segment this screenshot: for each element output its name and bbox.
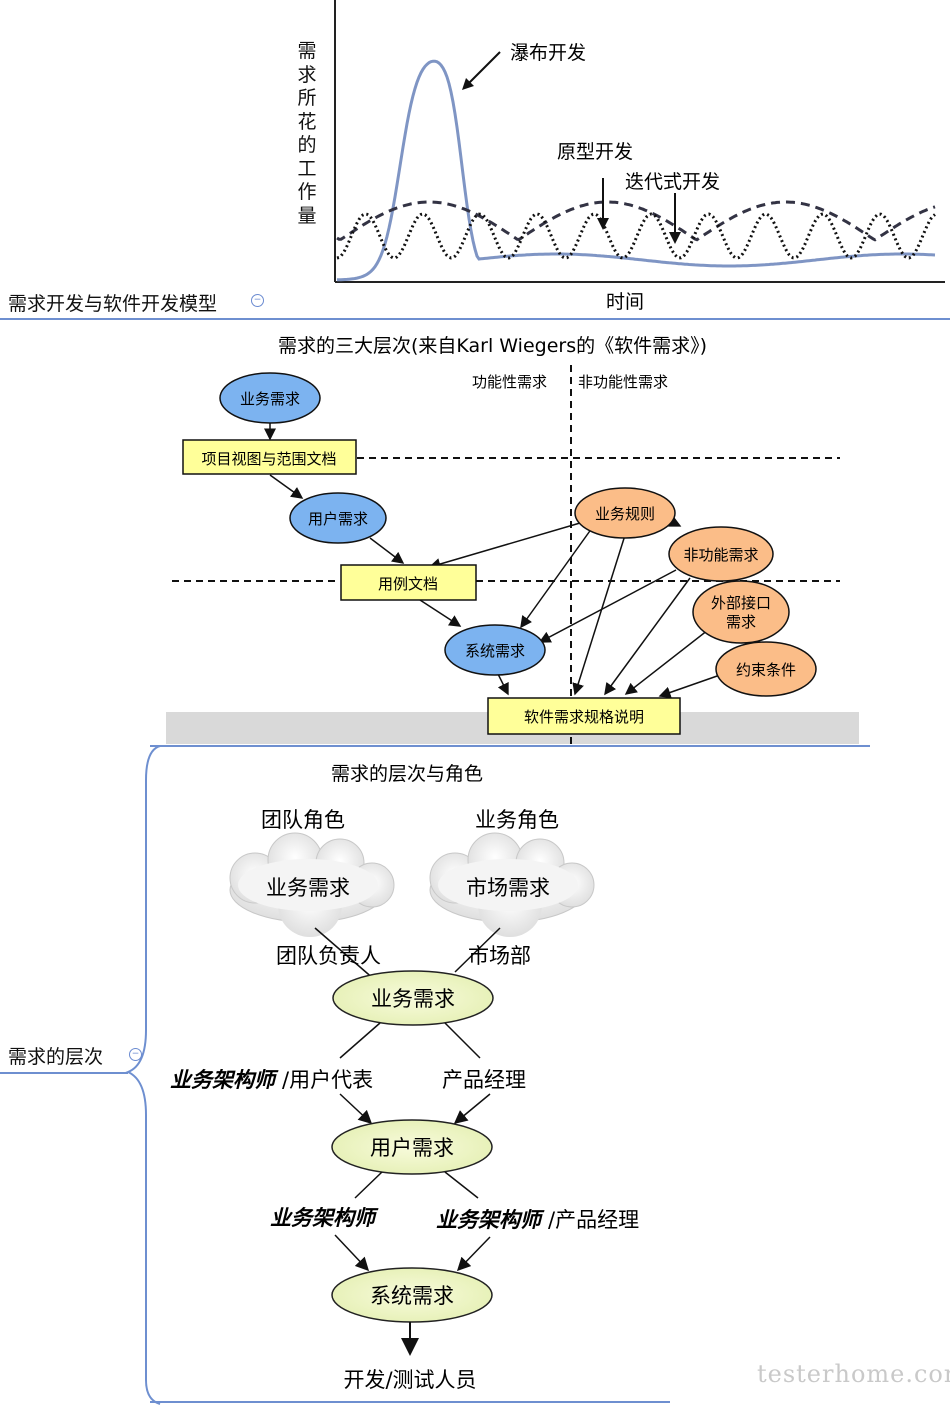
svg-text:用例文档: 用例文档 (378, 575, 438, 593)
label-user-rep: /用户代表 (282, 1068, 373, 1092)
label-team-lead: 团队负责人 (276, 944, 381, 968)
requirement-levels-diagram: 需求的三大层次(来自Karl Wiegers的《软件需求》) 功能性需求 非功能… (166, 335, 859, 744)
iterative-arrowhead (669, 232, 681, 244)
node-external-if (692, 580, 790, 644)
node-vision-doc (182, 439, 357, 475)
svg-text:软件需求规格说明: 软件需求规格说明 (524, 708, 644, 726)
node-constraints (715, 641, 817, 697)
chart-y-label: 需求所花的工作量 (297, 40, 317, 227)
curve-waterfall (336, 59, 936, 282)
label-nonfunctional: 非功能性需求 (578, 373, 668, 391)
node1-underline (0, 318, 950, 320)
svg-text:业务规则: 业务规则 (595, 505, 655, 523)
node-business-req (219, 372, 321, 424)
annot-iterative: 迭代式开发 (625, 171, 720, 193)
svg-text:需求: 需求 (726, 613, 756, 631)
label-market-dept: 市场部 (468, 944, 531, 968)
chart-x-label: 时间 (606, 291, 644, 313)
label-architect3: 业务架构师 (436, 1208, 545, 1232)
cloud-business-req (229, 832, 395, 937)
label-functional: 功能性需求 (472, 373, 547, 391)
node-usecase-doc (340, 564, 477, 601)
ellipse-system-req (331, 1267, 493, 1323)
annot-waterfall: 瀑布开发 (510, 42, 586, 64)
label-architect1: 业务架构师 (170, 1068, 279, 1092)
diagram2-underline (150, 745, 870, 747)
label-team-roles: 团队角色 (261, 808, 345, 832)
waterfall-arrowhead (462, 78, 474, 90)
node-user-req (289, 492, 387, 544)
label-devtest: 开发/测试人员 (343, 1368, 476, 1392)
svg-text:非功能需求: 非功能需求 (683, 546, 758, 564)
mindmap-bracket (125, 745, 161, 1405)
label-business-roles: 业务角色 (475, 808, 559, 832)
collapse-node2-icon[interactable]: − (129, 1048, 142, 1061)
svg-text:约束条件: 约束条件 (736, 661, 796, 679)
ellipse-business-req (332, 970, 494, 1026)
node-srs (487, 697, 681, 735)
annot-prototype: 原型开发 (557, 141, 633, 163)
svg-text:外部接口: 外部接口 (711, 594, 771, 612)
mindmap-node-levels[interactable]: 需求的层次 (8, 1046, 104, 1068)
levels-and-roles-diagram: 需求的层次与角色 团队角色 业务角色 业务需求 市场需求 团队负责人 市场部 业… (170, 763, 639, 1392)
cloud-market-label: 市场需求 (466, 876, 550, 900)
node-nonfunc-req (668, 526, 774, 582)
ellipse-user-req (331, 1119, 493, 1175)
label-product-manager2: /产品经理 (548, 1208, 639, 1232)
effort-chart: 瀑布开发 原型开发 迭代式开发 时间 (334, 0, 945, 313)
curve-iterative (336, 212, 936, 260)
label-product-manager: 产品经理 (442, 1068, 526, 1092)
svg-text:系统需求: 系统需求 (370, 1284, 454, 1308)
diagram3-underline (150, 1401, 670, 1403)
svg-text:系统需求: 系统需求 (465, 642, 525, 660)
prototype-arrowhead (597, 218, 609, 230)
svg-text:用户需求: 用户需求 (370, 1136, 454, 1160)
curve-prototype (336, 200, 936, 242)
watermark: testerhome.com (757, 1360, 950, 1388)
svg-text:项目视图与范围文档: 项目视图与范围文档 (201, 450, 336, 468)
waterfall-arrow (465, 51, 501, 87)
svg-text:业务需求: 业务需求 (240, 390, 300, 408)
collapse-node1-icon[interactable]: − (251, 294, 264, 307)
cloud-market-req (429, 832, 595, 937)
node-system-req (444, 624, 546, 676)
cloud-business-label: 业务需求 (266, 876, 350, 900)
mindmap-node-dev-models[interactable]: 需求开发与软件开发模型 (8, 293, 218, 315)
diagram2-title: 需求的三大层次(来自Karl Wiegers的《软件需求》) (278, 335, 707, 357)
diagram3-title: 需求的层次与角色 (331, 763, 483, 785)
label-architect2: 业务架构师 (270, 1206, 379, 1230)
svg-text:用户需求: 用户需求 (308, 510, 368, 528)
node2-underline (0, 1072, 128, 1074)
svg-text:业务需求: 业务需求 (371, 987, 455, 1011)
node-business-rules (574, 487, 676, 539)
